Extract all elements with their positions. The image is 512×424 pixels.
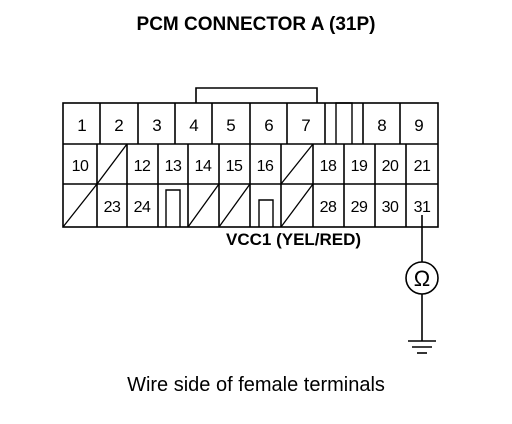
terminal-30: 30 [382,199,399,216]
terminal-16: 16 [257,158,274,175]
unused-cavity-marks [62,143,314,228]
locking-tab [195,87,318,103]
terminal-31: 31 [414,199,431,216]
terminal-23: 23 [104,199,121,216]
terminal-7: 7 [301,116,310,135]
terminal-12: 12 [134,158,151,175]
terminal-29: 29 [351,199,368,216]
wire-label: VCC1 (YEL/RED) [226,230,362,249]
terminal-4: 4 [189,116,198,135]
diagram-title: PCM CONNECTOR A (31P) [136,14,376,35]
terminal-18: 18 [320,158,337,175]
terminal-6: 6 [264,116,273,135]
terminal-14: 14 [195,158,212,175]
key-slot-right [258,199,274,227]
terminal-10: 10 [72,158,89,175]
ohm-symbol: Ω [414,266,430,291]
terminal-28: 28 [320,199,337,216]
terminal-9: 9 [414,116,423,135]
terminal-24: 24 [134,199,151,216]
terminal-2: 2 [114,116,123,135]
terminal-20: 20 [382,158,399,175]
terminal-1: 1 [77,116,86,135]
terminal-19: 19 [351,158,368,175]
terminal-15: 15 [226,158,243,175]
terminal-5: 5 [226,116,235,135]
terminal-8: 8 [377,116,386,135]
key-notch [335,102,353,144]
diagram-caption: Wire side of female terminals [127,374,385,396]
terminal-13: 13 [165,158,182,175]
ground-icon [408,340,436,354]
key-slot-left [165,189,181,227]
terminal-3: 3 [152,116,161,135]
terminal-21: 21 [414,158,431,175]
